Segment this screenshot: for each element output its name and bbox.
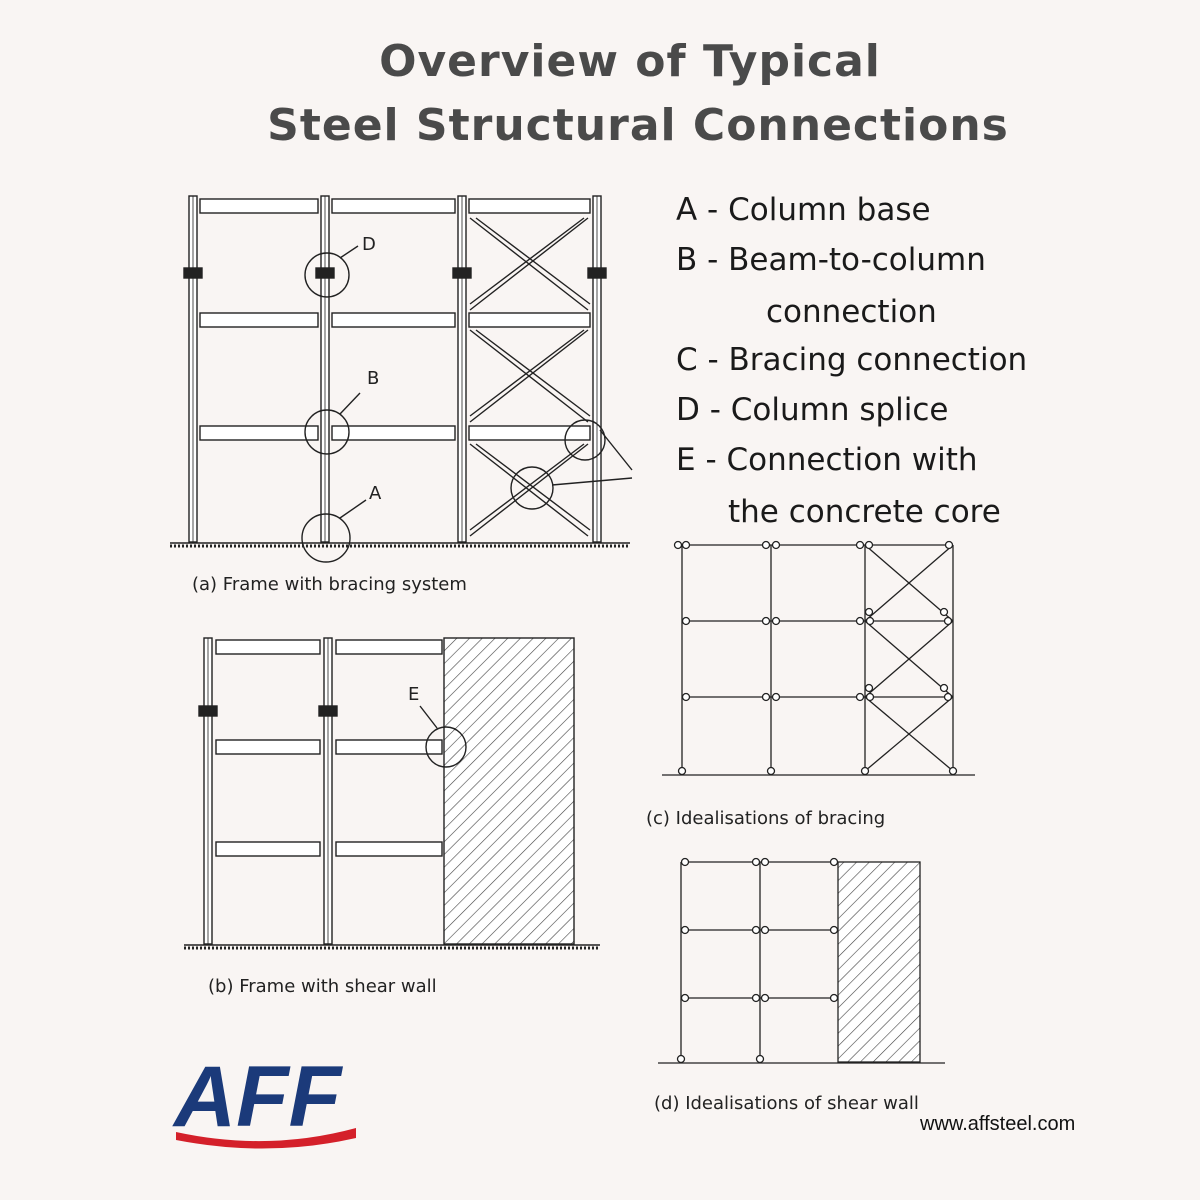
caption-frame-shear-wall: (b) Frame with shear wall — [208, 976, 437, 997]
legend-item-e: E - Connection with — [676, 442, 978, 478]
marker-d: D — [362, 234, 376, 255]
legend-item-e-cont: the concrete core — [728, 494, 1001, 530]
legend-item-c: C - Bracing connection — [676, 342, 1028, 378]
legend-item-b: B - Beam-to-column — [676, 242, 986, 278]
marker-e: E — [408, 684, 419, 705]
logo-text: AFF — [172, 1049, 344, 1145]
page-title-line-1: Overview of Typical — [379, 36, 881, 87]
marker-a: A — [369, 483, 382, 504]
caption-ideal-bracing: (c) Idealisations of bracing — [646, 808, 886, 829]
ideal-shear-wall-diagram — [658, 857, 945, 1064]
logo-swoosh — [176, 1128, 356, 1149]
frame-bracing-diagram — [170, 195, 633, 563]
legend-item-d: D - Column splice — [676, 392, 949, 428]
aff-logo: AFF — [172, 1049, 356, 1149]
caption-ideal-shear-wall: (d) Idealisations of shear wall — [654, 1093, 919, 1114]
ideal-bracing-diagram — [662, 540, 975, 776]
website-url[interactable]: www.affsteel.com — [920, 1113, 1076, 1135]
marker-b: B — [367, 368, 379, 389]
frame-shear-wall-diagram — [184, 637, 600, 950]
legend-item-b-cont: connection — [766, 294, 937, 330]
legend-item-a: A - Column base — [676, 192, 931, 228]
page-title-line-2: Steel Structural Connections — [267, 100, 1009, 151]
caption-frame-bracing: (a) Frame with bracing system — [192, 574, 467, 595]
